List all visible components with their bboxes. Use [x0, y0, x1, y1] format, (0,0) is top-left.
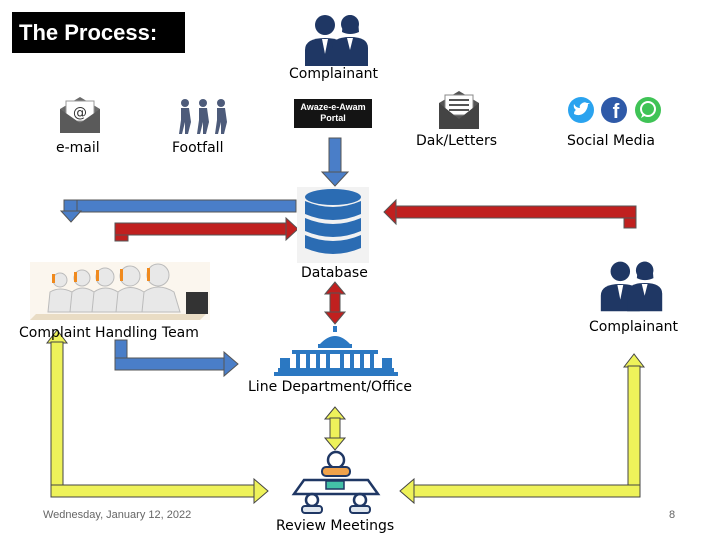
- government-building-icon: [274, 326, 398, 376]
- arrow-social-to-database: [383, 198, 637, 229]
- database-icon: [297, 187, 369, 263]
- arrow-portal-to-database: [320, 137, 350, 187]
- arrow-database-line-department: [323, 281, 347, 325]
- footfall-people-icon: [179, 99, 227, 134]
- awaze-e-awam-portal-logo: Awaze-e-Awam Portal: [294, 99, 372, 128]
- arrow-line-department-review: [323, 406, 347, 451]
- social-media-label: Social Media: [567, 133, 656, 149]
- arrow-database-to-left: [59, 199, 297, 223]
- footer-date: Wednesday, January 12, 2022: [43, 509, 192, 521]
- facebook-icon: f: [601, 97, 627, 123]
- whatsapp-icon: [635, 97, 661, 123]
- complaint-handling-team-illustration: [30, 262, 210, 320]
- arrow-handling-to-line-department: [114, 339, 239, 378]
- complainant-people-icon: [305, 15, 368, 66]
- slide-title: The Process:: [12, 12, 185, 53]
- review-meeting-icon: [291, 450, 381, 514]
- review-meetings-label: Review Meetings: [276, 518, 395, 534]
- email-label: e-mail: [56, 140, 100, 156]
- social-media-icons: f: [568, 97, 661, 123]
- letter-envelope-icon: [439, 91, 479, 129]
- complainant-right-label: Complainant: [589, 319, 679, 335]
- portal-logo-line-2: Portal: [320, 113, 346, 123]
- arrow-review-to-handling: [45, 329, 269, 505]
- footfall-label: Footfall: [172, 140, 224, 156]
- svg-text:f: f: [613, 101, 620, 123]
- email-envelope-icon: @: [60, 97, 100, 133]
- line-department-label: Line Department/Office: [248, 379, 412, 395]
- database-label: Database: [301, 265, 368, 281]
- portal-logo-line-1: Awaze-e-Awam: [300, 102, 366, 112]
- slide-number: 8: [669, 509, 676, 521]
- arrow-review-to-complainant: [399, 353, 646, 505]
- complaint-handling-team-label: Complaint Handling Team: [19, 325, 199, 341]
- dak-letters-label: Dak/Letters: [416, 133, 497, 149]
- svg-text:@: @: [73, 105, 87, 121]
- twitter-icon: [568, 97, 594, 123]
- complainant-right-people-icon: [600, 261, 663, 312]
- arrow-handling-to-database: [114, 216, 299, 242]
- complainant-top-label: Complainant: [289, 66, 379, 82]
